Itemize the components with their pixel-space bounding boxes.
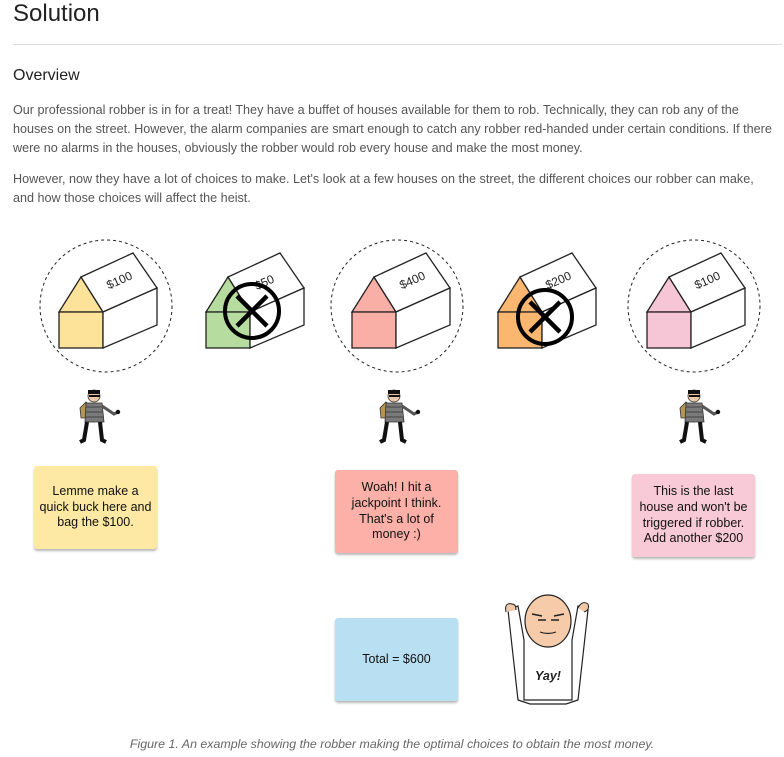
yay-text: Yay! — [535, 669, 561, 683]
robber-icon — [78, 388, 123, 444]
house-2: $50 — [204, 252, 305, 349]
skip-x-icon — [223, 282, 281, 340]
robber-icon — [378, 388, 423, 444]
choices-paragraph: However, now they have a lot of choices … — [13, 172, 754, 205]
title-divider — [13, 44, 782, 45]
rob-marker-circle — [330, 239, 464, 373]
robber-icon — [678, 388, 723, 444]
note-house-5: This is the last house and won't be trig… — [632, 474, 755, 557]
page-title: Solution — [13, 0, 100, 27]
house-4: $200 — [496, 252, 597, 349]
intro-paragraph: Our professional robber is in for a trea… — [13, 103, 772, 155]
figure-caption: Figure 1. An example showing the robber … — [129, 737, 655, 751]
rob-marker-circle — [39, 239, 173, 373]
cheering-character-icon: Yay! — [505, 594, 589, 705]
total-note: Total = $600 — [335, 618, 458, 701]
note-house-1: Lemme make a quick buck here and bag the… — [34, 466, 157, 549]
robber-figure: $100 $50 $400 $200 — [39, 239, 761, 705]
section-heading: Overview — [13, 67, 80, 84]
house-3: $400 — [330, 239, 464, 373]
house-1: $100 — [39, 239, 173, 373]
note-house-3: Woah! I hit a jackpoint I think. That's … — [335, 470, 458, 553]
rob-marker-circle — [627, 239, 761, 373]
skip-x-icon — [516, 288, 574, 346]
house-5: $100 — [627, 239, 761, 373]
